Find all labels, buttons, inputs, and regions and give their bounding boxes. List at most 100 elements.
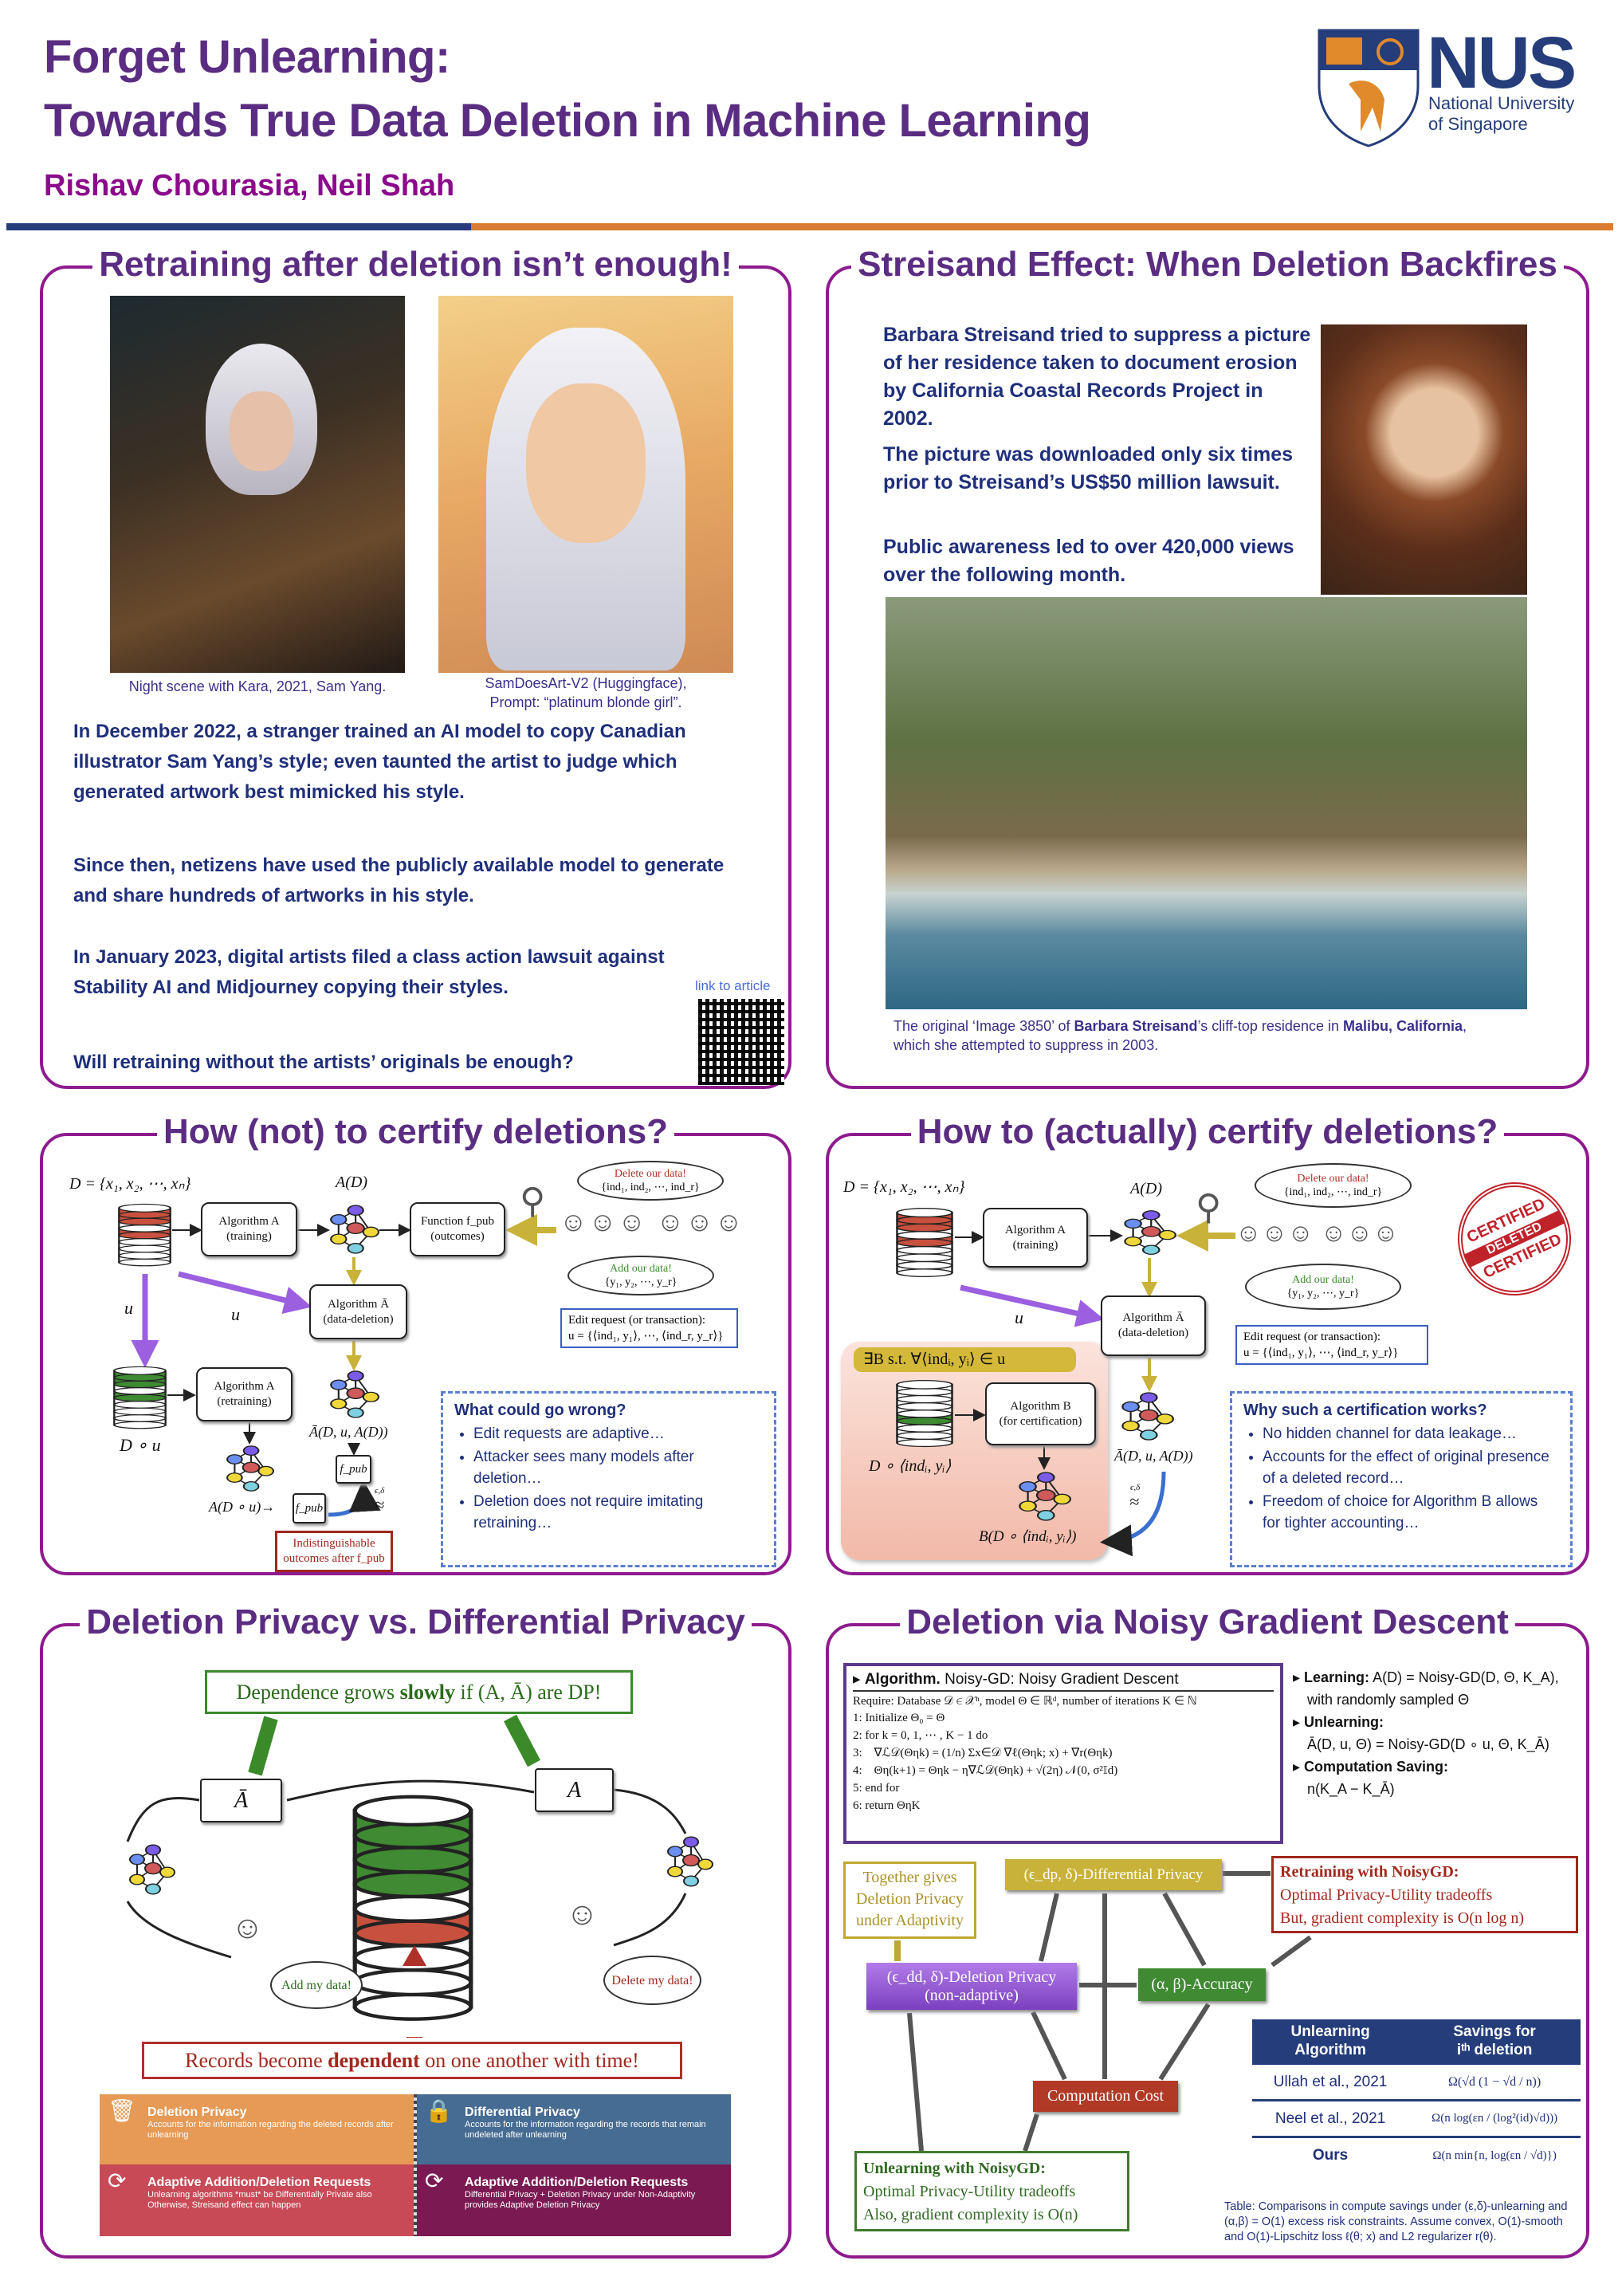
abar-box: Ā <box>200 1779 282 1822</box>
accuracy-node: (α, β)-Accuracy <box>1138 1968 1266 2001</box>
panel-noisy-gd: Deletion via Noisy Gradient Descent <box>826 1602 1589 2259</box>
noisy-gd-notes: ▸ Learning: A(D) = Noisy-GD(D, Θ, K_A), … <box>1293 1669 1559 1797</box>
update-label: u <box>124 1298 133 1318</box>
card-divider <box>414 2094 417 2236</box>
paragraph-2: Since then, netizens have used the publi… <box>73 855 725 906</box>
panel-heading: Streisand Effect: When Deletion Backfire… <box>851 245 1564 284</box>
box-title: Why such a certification works? <box>1243 1402 1487 1419</box>
algorithm-b-box: Algorithm B(for certification) <box>985 1382 1096 1445</box>
paragraph-1: In December 2022, a stranger trained an … <box>73 721 686 803</box>
bullet: Edit requests are adaptive… <box>473 1423 763 1445</box>
delete-bubble: Delete my data! <box>603 1956 701 2005</box>
delete-request-bubble: Delete our data!{ind₁, ind₂, ⋯, ind_r} <box>1255 1163 1412 1208</box>
dataset-label: D = {x₁, x₂, ⋯, xₙ} <box>69 1175 191 1193</box>
neural-network-icon <box>328 1368 379 1421</box>
updated-dataset-label: D ∘ u <box>120 1435 161 1455</box>
cycle-icon: ⟳ <box>425 2168 444 2193</box>
dataset-label: D = {x₁, x₂, ⋯, xₙ} <box>843 1178 965 1196</box>
neural-network-icon <box>225 1443 274 1494</box>
differential-privacy-node: (ϵ_dp, δ)-Differential Privacy <box>1005 1859 1222 1890</box>
magnifier-icon: ⚲ <box>1196 1188 1222 1227</box>
model-label: A(D) <box>336 1174 367 1191</box>
logo-sub-1: National University <box>1428 93 1575 113</box>
algorithm-a-training-box: Algorithm A(training) <box>201 1202 297 1256</box>
deletion-privacy-node: (ϵ_dd, δ)-Deletion Privacy(non-adaptive) <box>866 1963 1077 2010</box>
neural-network-icon <box>1017 1469 1071 1523</box>
streisand-portrait <box>1321 324 1527 595</box>
lock-icon: 🔒 <box>425 2098 453 2123</box>
database-icon <box>351 1790 475 2031</box>
trash-icon: 🗑 <box>108 2098 136 2123</box>
article-link[interactable]: link to article <box>695 978 771 993</box>
nus-crest-icon <box>1318 29 1420 147</box>
title-line-2: Towards True Data Deletion in Machine Le… <box>44 95 1091 147</box>
logo-sub-2: of Singapore <box>1428 114 1528 134</box>
bullet: Accounts for the effect of original pres… <box>1263 1446 1559 1489</box>
bullet: Deletion does not require imitating retr… <box>473 1491 763 1534</box>
neural-network-icon <box>666 1834 713 1889</box>
algorithm-abar-box: Algorithm Ā(data-deletion) <box>1101 1295 1206 1356</box>
panel-heading: How (not) to certify deletions? <box>156 1112 675 1151</box>
streisand-para-3: Public awareness led to over 420,000 vie… <box>883 536 1294 586</box>
what-could-go-wrong-box: What could go wrong? Edit requests are a… <box>441 1391 776 1567</box>
function-fpub-box: Function f_pub(outcomes) <box>410 1202 505 1256</box>
neural-network-icon <box>128 1842 175 1897</box>
fpub-box: f_pub <box>336 1455 371 1484</box>
logo-text: NUS <box>1427 22 1577 104</box>
dependence-callout: Dependence grows slowly if (A, Ā) are DP… <box>205 1670 633 1714</box>
panel-retraining: Retraining after deletion isn’t enough! … <box>40 245 791 1089</box>
panel-deletion-vs-dp: Deletion Privacy vs. Differential Privac… <box>40 1602 791 2259</box>
edit-request-box: Edit request (or transaction):u = {⟨ind₁… <box>1235 1325 1428 1365</box>
approx-symbol: ≈ <box>375 1495 385 1515</box>
caption-generated-2: Prompt: “platinum blonde girl”. <box>489 694 682 710</box>
database-icon <box>117 1202 172 1269</box>
user-icon: ☺ <box>566 1897 599 1932</box>
delete-request-bubble: Delete our data!{ind₁, ind₂, ⋯, ind_r} <box>577 1161 724 1201</box>
box-title: What could go wrong? <box>454 1402 626 1419</box>
user-icon: ☺ <box>231 1910 264 1945</box>
unlearning-box: Unlearning with NoisyGD:Optimal Privacy-… <box>854 2151 1129 2231</box>
update-label: u <box>231 1304 240 1324</box>
retraining-box: Retraining with NoisyGD:Optimal Privacy-… <box>1271 1856 1578 1933</box>
algorithm-box: ▸ Algorithm. Noisy-GD: Noisy Gradient De… <box>843 1663 1283 1844</box>
caption-generated-1: SamDoesArt-V2 (Huggingface), <box>485 675 687 691</box>
model-label: A(D) <box>1130 1180 1162 1197</box>
records-dependent-callout: Records become dependent on one another … <box>142 2042 682 2079</box>
paragraph-3: In January 2023, digital artists filed a… <box>73 946 665 998</box>
bullet: No hidden channel for data leakage… <box>1263 1423 1559 1445</box>
neural-network-icon <box>1120 1390 1174 1443</box>
unlearned-model-label: Ā(D, u, A(D)) <box>1114 1448 1193 1464</box>
upward-arrow-icon <box>403 1945 426 1966</box>
neural-network-icon <box>328 1202 379 1256</box>
qr-code[interactable] <box>698 999 784 1085</box>
algorithm-abar-box: Algorithm Ā(data-deletion) <box>309 1284 407 1339</box>
fpub-box: f_pub <box>293 1493 326 1523</box>
add-request-bubble: Add our data!{y₁, y₂, ⋯, y_r} <box>1245 1264 1401 1310</box>
bullet: Freedom of choice for Algorithm B allows… <box>1263 1491 1559 1534</box>
header-divider-orange <box>471 223 1613 230</box>
authors: Rishav Chourasia, Neil Shah <box>44 169 455 202</box>
dependence-cycle-arrows <box>126 1714 687 2038</box>
streisand-aerial-photo <box>886 597 1527 1009</box>
algorithm-a-training-box: Algorithm A(training) <box>983 1208 1088 1268</box>
database-icon <box>895 1206 954 1280</box>
panel-heading: Deletion Privacy vs. Differential Privac… <box>80 1602 752 1641</box>
algorithm-a-retraining-box: Algorithm A(retraining) <box>196 1367 293 1421</box>
update-label: u <box>1015 1307 1023 1327</box>
unlearned-model-label: Ā(D, u, A(D)) <box>309 1424 388 1440</box>
algorithm-title: ▸ Algorithm. Noisy-GD: Noisy Gradient De… <box>853 1670 1274 1692</box>
panel-heading: Deletion via Noisy Gradient Descent <box>900 1602 1515 1641</box>
title-line-1: Forget Unlearning: <box>44 31 450 83</box>
paragraph-4: Will retraining without the artists’ ori… <box>73 1052 574 1073</box>
artwork-image-generated <box>438 296 733 673</box>
panel-heading: Retraining after deletion isn’t enough! <box>92 245 739 284</box>
edit-request-box: Edit request (or transaction):u = {⟨ind₁… <box>560 1308 738 1348</box>
